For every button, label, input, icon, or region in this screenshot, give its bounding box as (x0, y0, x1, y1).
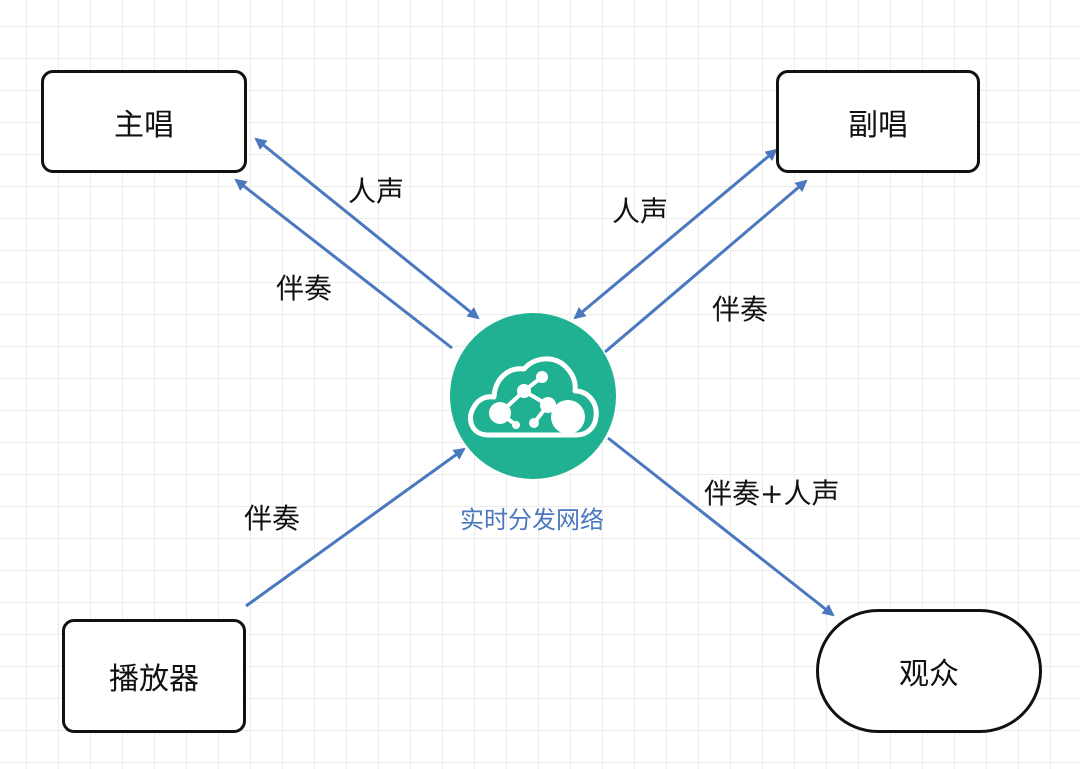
node-lead-singer: 主唱 (41, 70, 247, 173)
arrow-lead-voice (254, 137, 480, 320)
label-backup-voice: 人声 (612, 195, 669, 228)
arrow-lead-accompaniment (234, 178, 453, 350)
label-lead-accompaniment: 伴奏 (276, 272, 333, 305)
node-backup-singer: 副唱 (776, 70, 980, 173)
arrow-player-accompaniment (245, 447, 466, 608)
node-audience: 观众 (816, 609, 1042, 733)
label-player-accompaniment: 伴奏 (244, 502, 301, 535)
label-audience-mix: 伴奏+人声 (704, 477, 840, 510)
node-player: 播放器 (62, 619, 246, 733)
hub-label: 实时分发网络 (460, 506, 604, 534)
arrow-audience-mix (607, 436, 835, 617)
arrow-backup-accompaniment (604, 179, 808, 354)
arrow-backup-voice (573, 148, 778, 320)
label-backup-accompaniment: 伴奏 (712, 293, 769, 326)
cloud-network-icon (450, 313, 616, 479)
label-lead-voice: 人声 (348, 175, 405, 208)
